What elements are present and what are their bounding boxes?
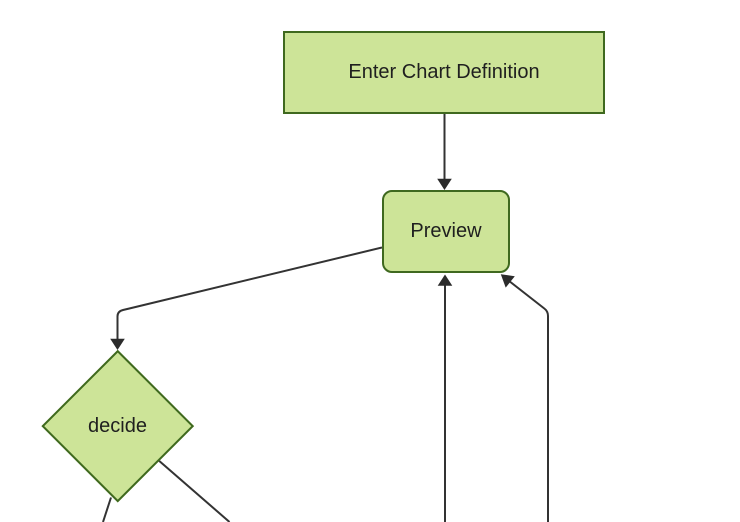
node-decide: decide <box>41 350 194 502</box>
node-enter-chart-definition-label: Enter Chart Definition <box>348 61 540 83</box>
arrowhead-into-decide-top <box>110 338 125 350</box>
arrowhead-into-preview-bottom <box>437 274 453 286</box>
arrowhead-into-preview-top <box>437 178 452 190</box>
edge-decide-exit-bottom-left <box>102 497 112 522</box>
node-enter-chart-definition: Enter Chart Definition <box>283 31 605 114</box>
node-preview: Preview <box>382 190 510 273</box>
edge-bottom-right-to-preview <box>507 279 549 522</box>
edge-preview-to-decide <box>116 246 383 340</box>
node-decide-label: decide <box>88 414 147 437</box>
arrowhead-into-preview-bottom-right-corner <box>500 274 515 288</box>
edge-decide-exit-bottom-right <box>156 458 231 522</box>
node-preview-label: Preview <box>410 220 482 242</box>
